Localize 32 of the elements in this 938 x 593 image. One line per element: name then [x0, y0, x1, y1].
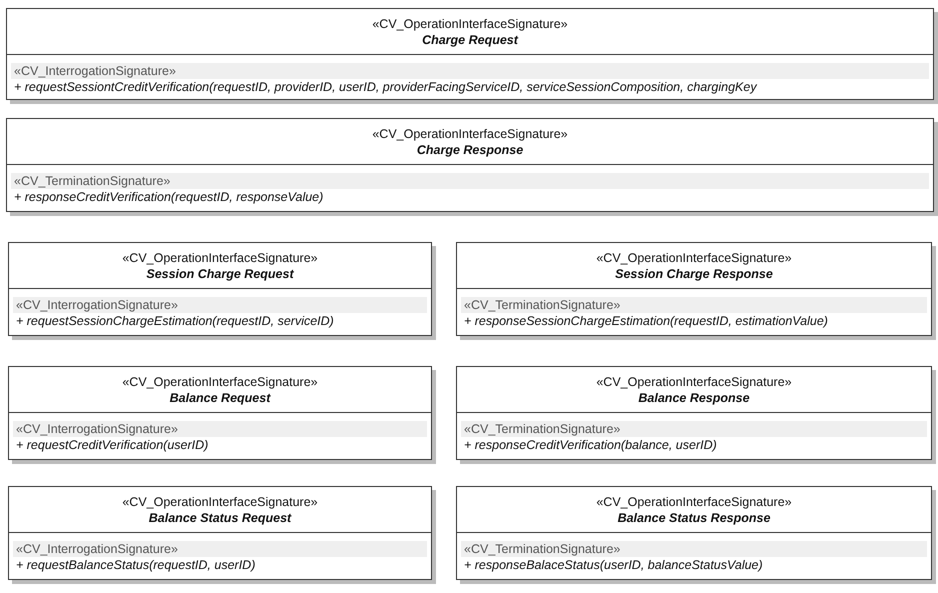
stereotype-label: «CV_TerminationSignature»: [461, 541, 927, 557]
operation-text: + responseCreditVerification(balance, userID): [463, 437, 718, 454]
class-name: Charge Request: [421, 32, 520, 48]
stereotype-label: «CV_OperationInterfaceSignature»: [595, 250, 793, 266]
stereotype-label: «CV_TerminationSignature»: [461, 421, 927, 437]
class-name: Charge Response: [416, 142, 524, 158]
operation-text: + responseCreditVerification(requestID, responseValue): [13, 189, 324, 206]
stereotype-label: «CV_OperationInterfaceSignature»: [371, 126, 569, 142]
stereotype-label: «CV_OperationInterfaceSignature»: [371, 16, 569, 32]
class-name: Balance Status Request: [148, 510, 292, 526]
stereotype-label: «CV_InterrogationSignature»: [13, 541, 427, 557]
stereotype-label: «CV_OperationInterfaceSignature»: [121, 250, 319, 266]
operation-text: + requestSessiontCreditVerification(requestID, providerID, userID, providerFacingServiceID, serviceSessionComposition, chargingKey: [13, 79, 758, 96]
stereotype-label: «CV_OperationInterfaceSignature»: [121, 494, 319, 510]
stereotype-label: «CV_OperationInterfaceSignature»: [121, 374, 319, 390]
operation-text: + responseSessionChargeEstimation(requestID, estimationValue): [463, 313, 829, 330]
class-name: Balance Status Response: [616, 510, 772, 526]
operation-text: + requestCreditVerification(userID): [15, 437, 210, 454]
class-name: Session Charge Request: [145, 266, 295, 282]
stereotype-label: «CV_TerminationSignature»: [461, 297, 927, 313]
stereotype-label: «CV_OperationInterfaceSignature»: [595, 494, 793, 510]
class-name: Session Charge Response: [614, 266, 774, 282]
class-name: Balance Response: [637, 390, 751, 406]
stereotype-label: «CV_TerminationSignature»: [11, 173, 929, 189]
stereotype-label: «CV_OperationInterfaceSignature»: [595, 374, 793, 390]
class-name: Balance Request: [168, 390, 272, 406]
stereotype-label: «CV_InterrogationSignature»: [13, 297, 427, 313]
stereotype-label: «CV_InterrogationSignature»: [11, 63, 929, 79]
operation-text: + requestSessionChargeEstimation(requestID, serviceID): [15, 313, 335, 330]
stereotype-label: «CV_InterrogationSignature»: [13, 421, 427, 437]
operation-text: + requestBalanceStatus(requestID, userID): [15, 557, 256, 574]
operation-text: + responseBalaceStatus(userID, balanceStatusValue): [463, 557, 764, 574]
